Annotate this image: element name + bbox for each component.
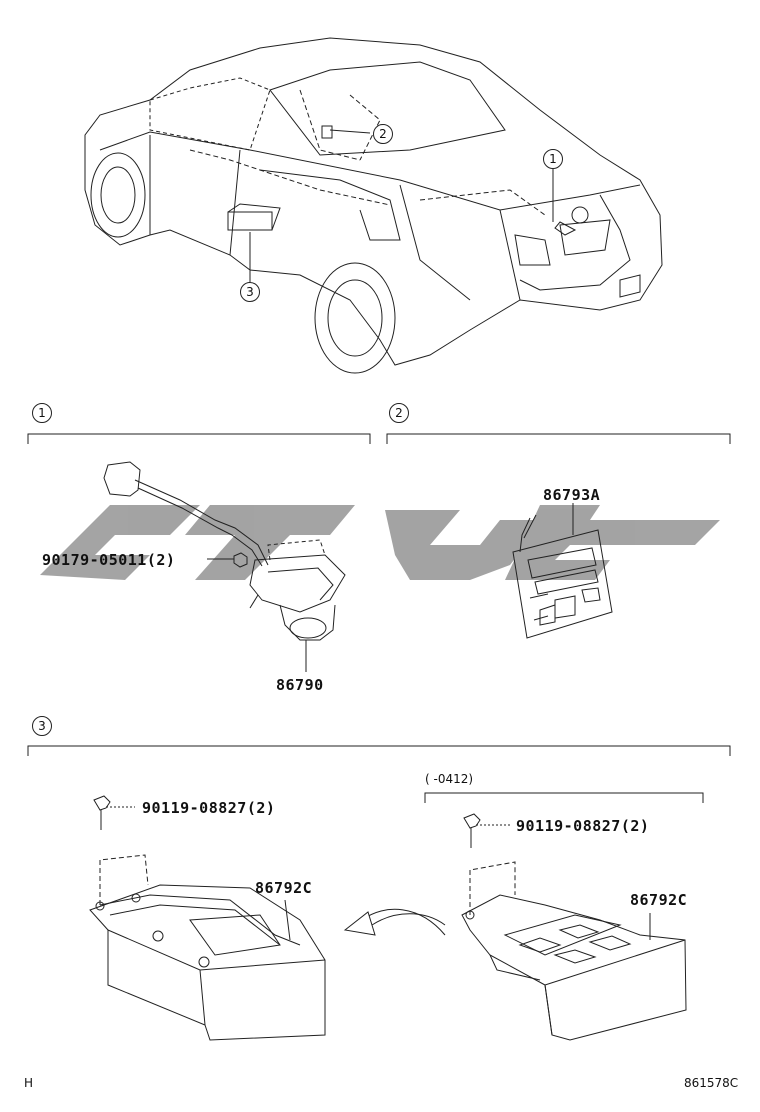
caution-label-drawing [512, 503, 613, 639]
section-2-marker: 2 [389, 403, 409, 423]
cover-right-drawing [461, 813, 687, 1041]
callout-3-car: 3 [240, 282, 260, 302]
callout-1-car: 1 [543, 149, 563, 169]
cover-part-number-left: 86792C [255, 879, 313, 897]
cover-left-drawing [89, 795, 326, 1041]
section-3-marker: 3 [32, 716, 52, 736]
license-lamp-drawing [103, 461, 346, 672]
production-date-range: ( -0412) [425, 772, 474, 786]
section-brackets [27, 433, 731, 803]
caution-label-part-number: 86793A [543, 486, 601, 504]
license-lamp-part-number: 86790 [276, 676, 324, 694]
watermark [40, 505, 720, 580]
conversion-arrow [343, 908, 446, 936]
section-1-marker: 1 [32, 403, 52, 423]
bolt-part-number-right: 90119-08827(2) [516, 817, 650, 835]
callout-2-car: 2 [373, 124, 393, 144]
footer-left-code: H [24, 1076, 34, 1090]
cover-part-number-right: 86792C [630, 891, 688, 909]
bolt-part-number-left: 90119-08827(2) [142, 799, 276, 817]
car-overview [84, 37, 663, 374]
bolt-part-number: 90179-05011(2) [42, 551, 176, 569]
footer-illustration-code: 861578C [684, 1076, 739, 1090]
